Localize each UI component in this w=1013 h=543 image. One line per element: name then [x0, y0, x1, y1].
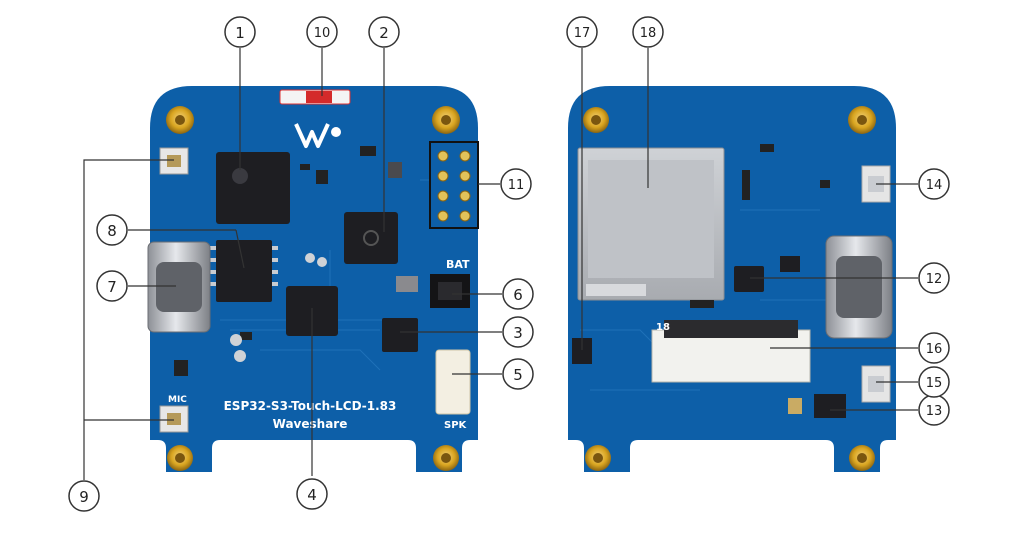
callout-10: 10 — [306, 16, 338, 48]
callout-4-label: 4 — [307, 486, 317, 504]
callout-15: 15 — [918, 366, 950, 398]
callout-18: 18 — [632, 16, 664, 48]
leader-lines — [83, 48, 918, 480]
callout-8: 8 — [96, 214, 128, 246]
back-board: 18 — [568, 86, 896, 472]
codec-chip — [344, 212, 398, 264]
header-pins — [429, 141, 479, 229]
callout-5: 5 — [502, 358, 534, 390]
callout-1: 1 — [224, 16, 256, 48]
back-small-chip-left — [572, 338, 592, 364]
callout-5-label: 5 — [513, 366, 523, 384]
callout-9-label: 9 — [79, 488, 89, 506]
back-chip-13 — [814, 394, 846, 418]
callout-16-label: 16 — [926, 342, 943, 357]
callout-10-label: 10 — [314, 26, 331, 41]
leader-8b — [235, 229, 245, 269]
fpc-pin-label: 18 — [656, 322, 670, 333]
power-chip — [382, 318, 418, 352]
callout-11-label: 11 — [508, 178, 525, 193]
waveshare-logo — [294, 123, 341, 148]
bat-label: BAT — [446, 258, 470, 271]
callout-3-label: 3 — [513, 324, 523, 342]
esp32-chip — [216, 152, 290, 224]
mic-label: MIC — [168, 395, 187, 405]
callout-6-label: 6 — [513, 286, 523, 304]
callout-15-label: 15 — [926, 376, 943, 391]
callout-17-label: 17 — [574, 26, 591, 41]
callout-12: 12 — [918, 262, 950, 294]
back-chip-12 — [734, 266, 764, 292]
callout-13-label: 13 — [926, 404, 943, 419]
callout-6: 6 — [502, 278, 534, 310]
spk-label: SPK — [444, 420, 468, 431]
callout-2-label: 2 — [379, 24, 389, 42]
callout-11: 11 — [500, 168, 532, 200]
callout-14: 14 — [918, 168, 950, 200]
callout-9: 9 — [68, 480, 100, 512]
brand-silkscreen: Waveshare — [273, 417, 348, 431]
speaker-connector — [435, 349, 471, 415]
callout-14-label: 14 — [926, 178, 943, 193]
memory-chip — [216, 240, 272, 302]
callout-8-label: 8 — [107, 222, 117, 240]
board-name-silkscreen: ESP32-S3-Touch-LCD-1.83 — [224, 399, 397, 413]
callout-12-label: 12 — [926, 272, 943, 287]
callout-1-label: 1 — [235, 24, 245, 42]
fpc-connector — [651, 329, 811, 383]
leader-9 — [83, 159, 174, 480]
callout-13: 13 — [918, 394, 950, 426]
front-board: BAT SPK MIC ESP32-S3-Touch-LCD-1.83 Wave… — [147, 86, 479, 472]
callout-3: 3 — [502, 316, 534, 348]
callout-18-label: 18 — [640, 26, 657, 41]
callout-2: 2 — [368, 16, 400, 48]
callout-17: 17 — [566, 16, 598, 48]
callout-16: 16 — [918, 332, 950, 364]
callout-7-label: 7 — [107, 278, 117, 296]
callout-4: 4 — [296, 478, 328, 510]
callout-7: 7 — [96, 270, 128, 302]
